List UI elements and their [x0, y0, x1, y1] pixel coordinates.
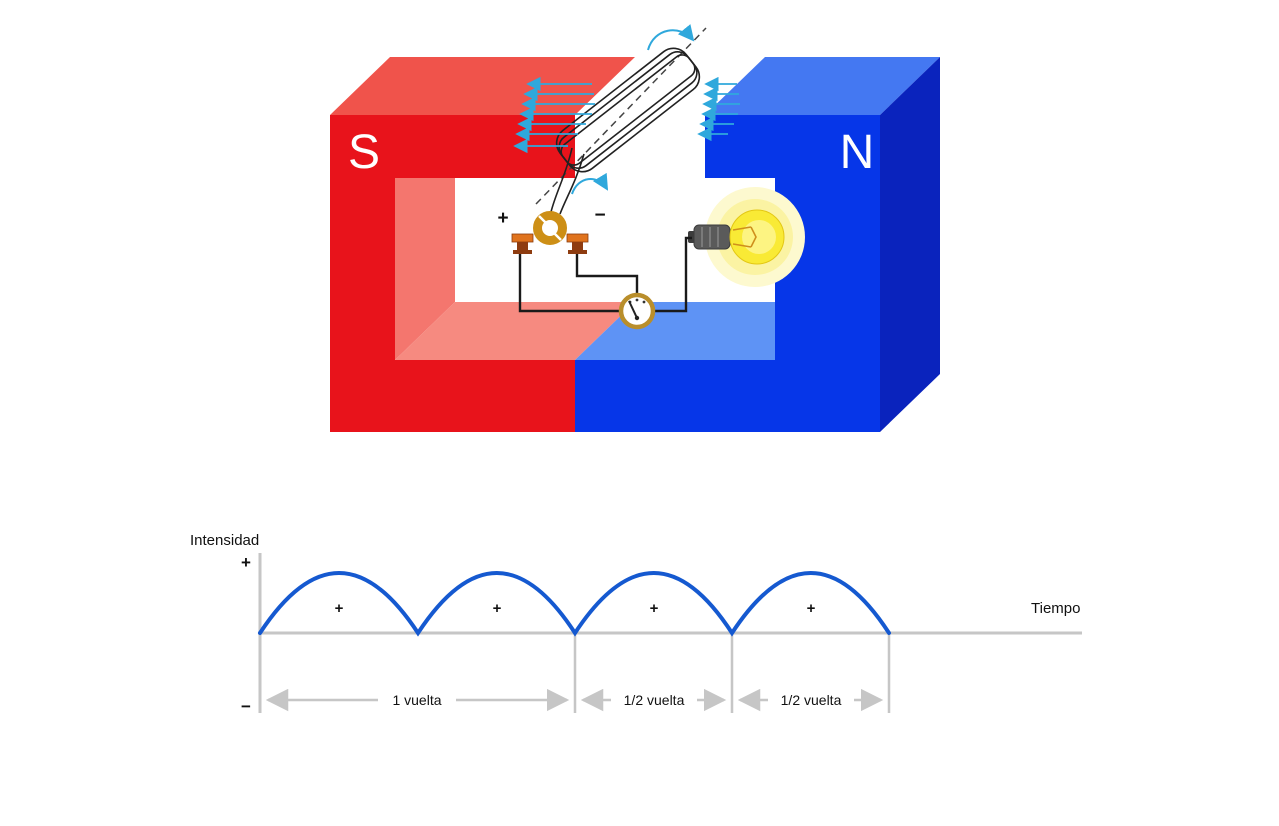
north-pole-top-face [705, 57, 940, 115]
commutator-ring [533, 211, 567, 245]
hump-plus-sign-3: + [650, 600, 659, 617]
current-curve [258, 571, 891, 637]
field-arrows-right-group [697, 76, 740, 142]
y-axis-minus-sign: − [241, 697, 251, 716]
coil-turns [555, 47, 701, 173]
commutator-split-gap [538, 215, 547, 224]
generator-diagram: S N [330, 24, 940, 432]
galvanometer-needle [628, 300, 638, 319]
south-pole-inner-wall [395, 178, 455, 360]
commutator-split-gap [553, 232, 562, 241]
span-label-bg-1 [378, 689, 456, 710]
bulb-filament [732, 226, 757, 248]
north-pole-front-face [575, 115, 880, 432]
commutator: + − [497, 205, 606, 254]
field-arrows-left-group [513, 76, 595, 154]
brush-right-base [568, 250, 587, 254]
hump-plus-sign-4: + [807, 600, 816, 617]
span-label-1: 1 vuelta [392, 692, 441, 708]
rotation-arrows [571, 24, 695, 195]
bulb-socket-threads [701, 227, 719, 247]
span-label-bg-3 [768, 689, 854, 710]
galvanometer-tick [642, 300, 646, 304]
hump-plus-sign-1: + [335, 600, 344, 617]
bulb-socket [693, 224, 731, 250]
north-pole-label: N [840, 126, 875, 179]
south-pole-top-face [330, 57, 635, 115]
brush-right-stand [572, 242, 583, 251]
wire-right-brush-to-meter [575, 254, 639, 295]
coil-turn-inner [560, 54, 696, 166]
x-axis-title: Tiempo [1031, 600, 1080, 617]
coil-lead-right [559, 153, 585, 215]
galvanometer-tick [635, 298, 639, 302]
bulb-glass-highlight [742, 220, 776, 254]
brush-left-stand [517, 242, 528, 251]
span-label-bg-2 [611, 689, 697, 710]
rotation-arrow-bottom [571, 172, 609, 195]
brush-right [566, 233, 589, 243]
y-axis-title: Intensidad [190, 532, 259, 549]
galvanometer-pivot [634, 315, 640, 321]
north-pole-side-face [880, 57, 940, 432]
brush-left [511, 233, 534, 243]
commutator-minus-sign: − [594, 205, 605, 226]
y-axis-plus-sign: + [241, 553, 251, 572]
span-label-3: 1/2 vuelta [781, 692, 842, 708]
current-graph: Intensidad + − Tiempo + + + + 1 vuelta 1… [190, 532, 1082, 716]
wire-left-brush-to-meter [518, 254, 621, 313]
circuit-wires [518, 236, 692, 313]
south-pole-inner-bottom [395, 302, 635, 360]
armature-coil [550, 47, 701, 215]
wire-meter-to-bulb [653, 236, 692, 313]
rotation-arrow-top [647, 24, 695, 51]
light-bulb [688, 187, 805, 287]
span-annotations: 1 vuelta 1/2 vuelta 1/2 vuelta [265, 688, 884, 712]
span-label-2: 1/2 vuelta [624, 692, 685, 708]
commutator-plus-sign: + [497, 208, 508, 229]
brush-left-base [513, 250, 532, 254]
south-pole-front-face [330, 115, 575, 432]
hump-plus-sign-2: + [493, 600, 502, 617]
coil-lead-left [550, 147, 573, 213]
south-pole-label: S [348, 126, 380, 179]
galvanometer [618, 292, 656, 330]
